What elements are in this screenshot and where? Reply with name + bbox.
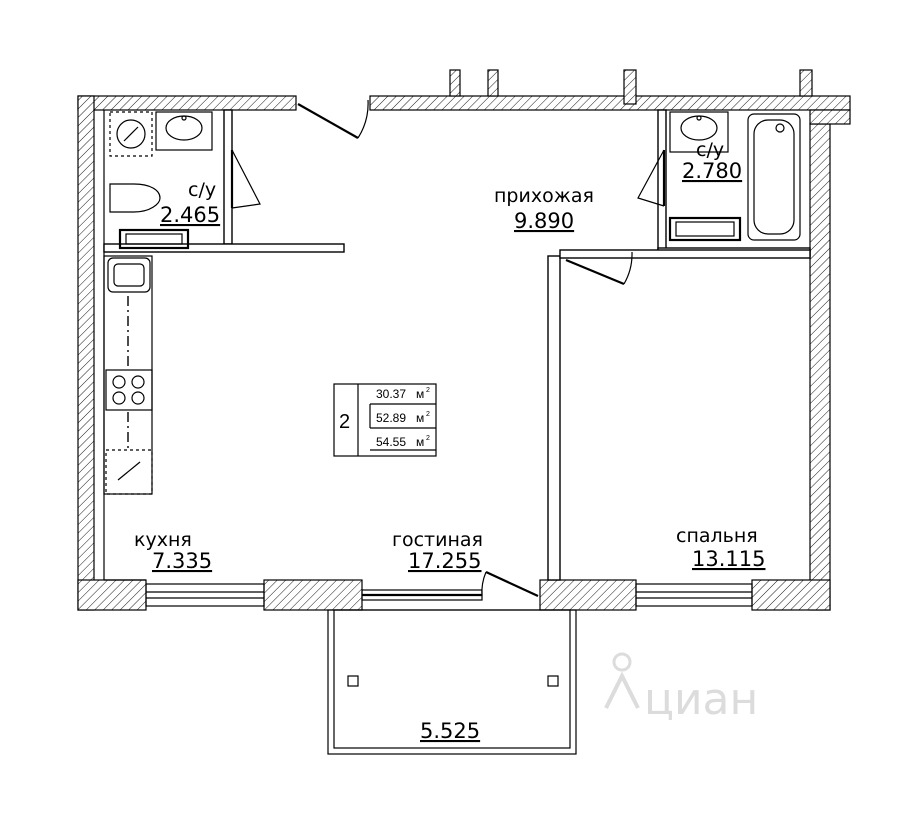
balcony xyxy=(327,609,577,755)
area-summary-box: 2 30.37 м 2 52.89 м 2 54.55 м 2 xyxy=(333,383,437,457)
bath2-area: 2.780 xyxy=(682,159,742,183)
unit-power-2: 2 xyxy=(426,411,430,418)
kitchen-fixtures xyxy=(103,255,153,495)
top-shafts xyxy=(449,69,813,105)
unit-power-1: 2 xyxy=(426,387,430,394)
unit-2: м xyxy=(416,411,424,425)
bedroom-area: 13.115 xyxy=(692,547,765,571)
bedroom-name: спальня xyxy=(676,525,758,547)
area-total: 52.89 xyxy=(376,411,406,425)
unit-1: м xyxy=(416,387,424,401)
balcony-post-right xyxy=(547,675,559,687)
living-area: 17.255 xyxy=(408,549,481,573)
area-with-balcony: 54.55 xyxy=(376,435,406,449)
room-labels: с/у 2.465 с/у 2.780 прихожая 9.890 кухня… xyxy=(134,139,765,743)
bath1-name: с/у xyxy=(188,179,216,201)
unit-power-3: 2 xyxy=(426,435,430,442)
area-living: 30.37 xyxy=(376,387,406,401)
hall-area: 9.890 xyxy=(514,209,574,233)
kitchen-name: кухня xyxy=(134,529,192,551)
kitchen-area: 7.335 xyxy=(152,549,212,573)
hall-name: прихожая xyxy=(494,185,594,207)
unit-3: м xyxy=(416,435,424,449)
rooms-count: 2 xyxy=(339,411,350,433)
cian-logo-icon xyxy=(604,652,640,709)
living-name: гостиная xyxy=(392,529,483,551)
balcony-post-left xyxy=(347,675,359,687)
doors xyxy=(230,99,666,597)
partitions xyxy=(103,109,811,581)
balcony-area: 5.525 xyxy=(420,719,480,743)
watermark-text: циан xyxy=(644,674,758,725)
windows xyxy=(145,583,753,607)
bath1-fixtures xyxy=(109,111,213,250)
bath2-name: с/у xyxy=(696,139,724,161)
bath1-area: 2.465 xyxy=(160,203,220,227)
watermark: циан xyxy=(604,652,758,725)
bath2-fixtures xyxy=(668,111,801,242)
